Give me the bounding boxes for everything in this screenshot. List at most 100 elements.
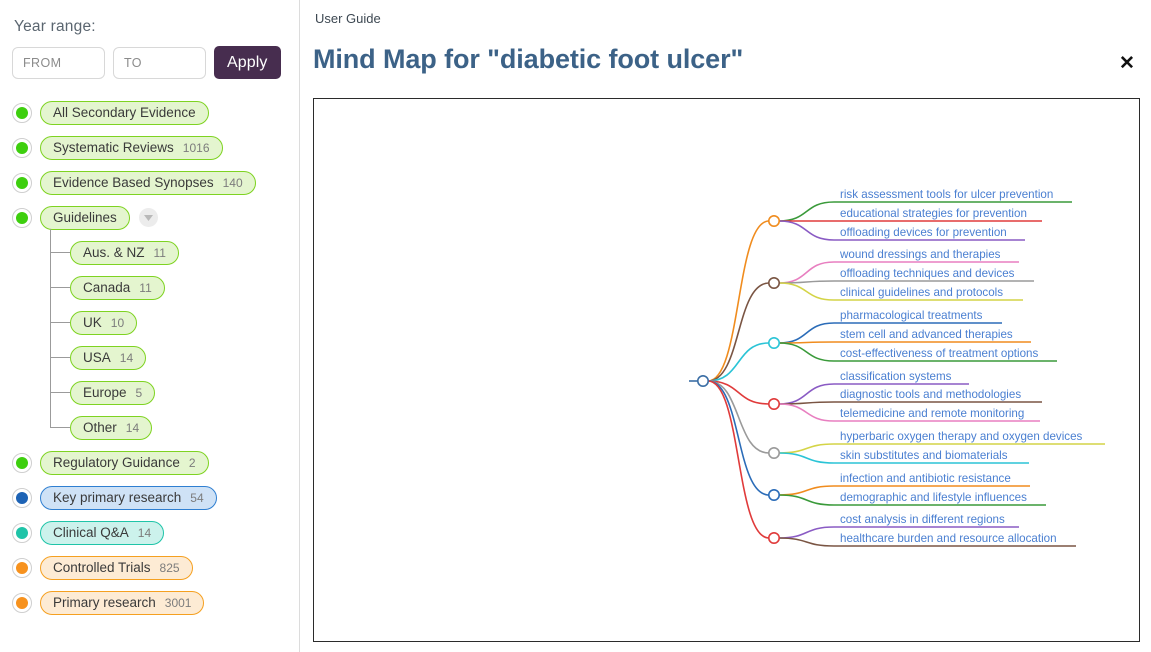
- facet-guidelines-dot-icon[interactable]: [12, 207, 32, 228]
- facet-clinical-q-a-label: Clinical Q&A: [53, 524, 129, 540]
- leaf-label-5-1[interactable]: demographic and lifestyle influences: [840, 491, 1027, 504]
- guideline-aus-nz-count: 11: [153, 245, 166, 260]
- leaf-link-2-0: [778, 322, 835, 344]
- guideline-uk-pill[interactable]: UK 10: [70, 310, 138, 335]
- facet-guidelines-pill[interactable]: Guidelines: [40, 205, 130, 230]
- guideline-usa-label: USA: [83, 349, 111, 365]
- facet-clinical-q-a-dot-icon[interactable]: [12, 522, 32, 543]
- leaf-label-3-0[interactable]: classification systems: [840, 370, 952, 383]
- leaf-label-2-0[interactable]: pharmacological treatments: [840, 309, 983, 322]
- guideline-europe-count: 5: [135, 385, 143, 400]
- leaf-label-6-1[interactable]: healthcare burden and resource allocatio…: [840, 532, 1057, 545]
- leaf-link-6-1: [778, 537, 835, 547]
- branch-node-3[interactable]: [767, 397, 780, 410]
- leaf-label-0-1[interactable]: educational strategies for prevention: [840, 207, 1027, 220]
- leaf-label-0-0[interactable]: risk assessment tools for ulcer preventi…: [840, 188, 1053, 201]
- user-guide-link[interactable]: User Guide: [315, 11, 381, 26]
- leaf-link-0-2: [778, 220, 835, 241]
- facet-primary-research-pill[interactable]: Primary research 3001: [40, 590, 205, 615]
- leaf-label-1-1[interactable]: offloading techniques and devices: [840, 267, 1015, 280]
- guideline-uk-label: UK: [83, 314, 102, 330]
- facet-all-secondary-evidence-pill[interactable]: All Secondary Evidence: [40, 100, 209, 125]
- mindmap-canvas[interactable]: risk assessment tools for ulcer preventi…: [313, 98, 1140, 642]
- leaf-label-5-0[interactable]: infection and antibiotic resistance: [840, 472, 1011, 485]
- facet-key-primary-research-dot-icon[interactable]: [12, 487, 32, 508]
- facet-all-secondary-evidence-dot-icon[interactable]: [12, 102, 32, 123]
- root-node[interactable]: [696, 374, 709, 387]
- leaf-label-1-0[interactable]: wound dressings and therapies: [839, 248, 1001, 261]
- branch-link-3: [707, 380, 770, 405]
- branch-node-5[interactable]: [767, 488, 780, 501]
- branch-node-4[interactable]: [767, 446, 780, 459]
- year-from-input[interactable]: [12, 46, 105, 79]
- guideline-uk-count: 10: [110, 315, 125, 330]
- facet-controlled-trials-dot-icon[interactable]: [12, 557, 32, 578]
- leaf-label-2-1[interactable]: stem cell and advanced therapies: [840, 328, 1013, 341]
- branch-link-0: [707, 220, 770, 382]
- guideline-canada-count: 11: [139, 280, 152, 295]
- apply-button[interactable]: Apply: [214, 46, 281, 79]
- leaf-link-2-2: [778, 342, 835, 362]
- facet-primary-research[interactable]: Primary research 3001: [12, 585, 287, 620]
- branch-link-6: [707, 380, 770, 539]
- facet-primary-research-label: Primary research: [53, 594, 156, 610]
- leaf-label-0-2[interactable]: offloading devices for prevention: [840, 226, 1007, 239]
- leaf-label-3-1[interactable]: diagnostic tools and methodologies: [840, 388, 1021, 401]
- facet-systematic-reviews-dot-icon[interactable]: [12, 137, 32, 158]
- branch-node-0[interactable]: [767, 215, 780, 228]
- leaf-label-4-0[interactable]: hyperbaric oxygen therapy and oxygen dev…: [840, 430, 1083, 443]
- leaf-link-6-0: [778, 526, 835, 539]
- leaf-link-3-0: [778, 383, 835, 405]
- facet-clinical-q-a-pill[interactable]: Clinical Q&A 14: [40, 520, 165, 545]
- facet-evidence-based-synopses-dot-icon[interactable]: [12, 172, 32, 193]
- leaf-label-3-2[interactable]: telemedicine and remote monitoring: [840, 407, 1024, 420]
- chevron-down-icon[interactable]: [138, 208, 158, 227]
- facet-primary-research-dot-icon[interactable]: [12, 592, 32, 613]
- facet-regulatory-guidance-dot-icon[interactable]: [12, 452, 32, 473]
- guideline-aus-nz-label: Aus. & NZ: [83, 244, 145, 260]
- guideline-uk[interactable]: UK 10: [50, 305, 287, 340]
- guideline-other-count: 14: [125, 420, 140, 435]
- facet-controlled-trials-count: 825: [159, 560, 180, 575]
- facet-clinical-q-a-count: 14: [137, 525, 152, 540]
- guideline-aus-nz[interactable]: Aus. & NZ 11: [50, 235, 287, 270]
- branch-node-1[interactable]: [767, 276, 780, 289]
- leaf-label-4-1[interactable]: skin substitutes and biomaterials: [840, 449, 1008, 462]
- facet-systematic-reviews-label: Systematic Reviews: [53, 139, 174, 155]
- guideline-aus-nz-pill[interactable]: Aus. & NZ 11: [70, 240, 179, 265]
- leaf-link-0-0: [778, 201, 835, 222]
- branch-node-2[interactable]: [767, 336, 780, 349]
- year-to-input[interactable]: [113, 46, 206, 79]
- leaf-label-2-2[interactable]: cost-effectiveness of treatment options: [840, 347, 1038, 360]
- facet-primary-research-count: 3001: [164, 595, 192, 610]
- facet-regulatory-guidance-label: Regulatory Guidance: [53, 454, 180, 470]
- facet-all-secondary-evidence[interactable]: All Secondary Evidence: [12, 95, 287, 130]
- facet-clinical-q-a[interactable]: Clinical Q&A 14: [12, 515, 287, 550]
- leaf-label-6-0[interactable]: cost analysis in different regions: [840, 513, 1005, 526]
- close-icon[interactable]: ✕: [1119, 52, 1135, 74]
- facet-guidelines[interactable]: Guidelines: [12, 200, 287, 235]
- branch-node-6[interactable]: [767, 531, 780, 544]
- leaf-label-1-2[interactable]: clinical guidelines and protocols: [840, 286, 1003, 299]
